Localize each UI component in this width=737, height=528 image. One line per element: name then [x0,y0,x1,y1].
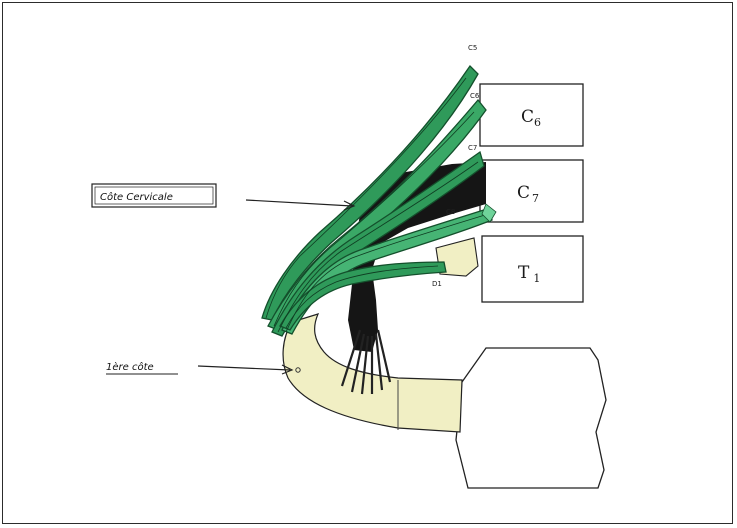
root-label-c5: C5 [468,44,477,52]
root-label-c8: C8 [446,208,455,216]
vertebra-c6: C6 [480,84,583,146]
lower-vertebral-body [456,348,606,488]
cervical-rib-label: Côte Cervicale [100,191,173,203]
cervical-rib-arrow [246,200,354,210]
first-rib-label: 1ère côte [106,361,154,373]
root-label-c7: C7 [468,144,477,152]
first-rib-arrow [198,365,292,374]
cervical-rib-caption: Côte Cervicale [92,184,216,207]
first-rib-caption: 1ère côte [106,361,178,374]
root-label-c6: C6 [470,92,480,100]
root-label-d1: D1 [432,280,442,288]
